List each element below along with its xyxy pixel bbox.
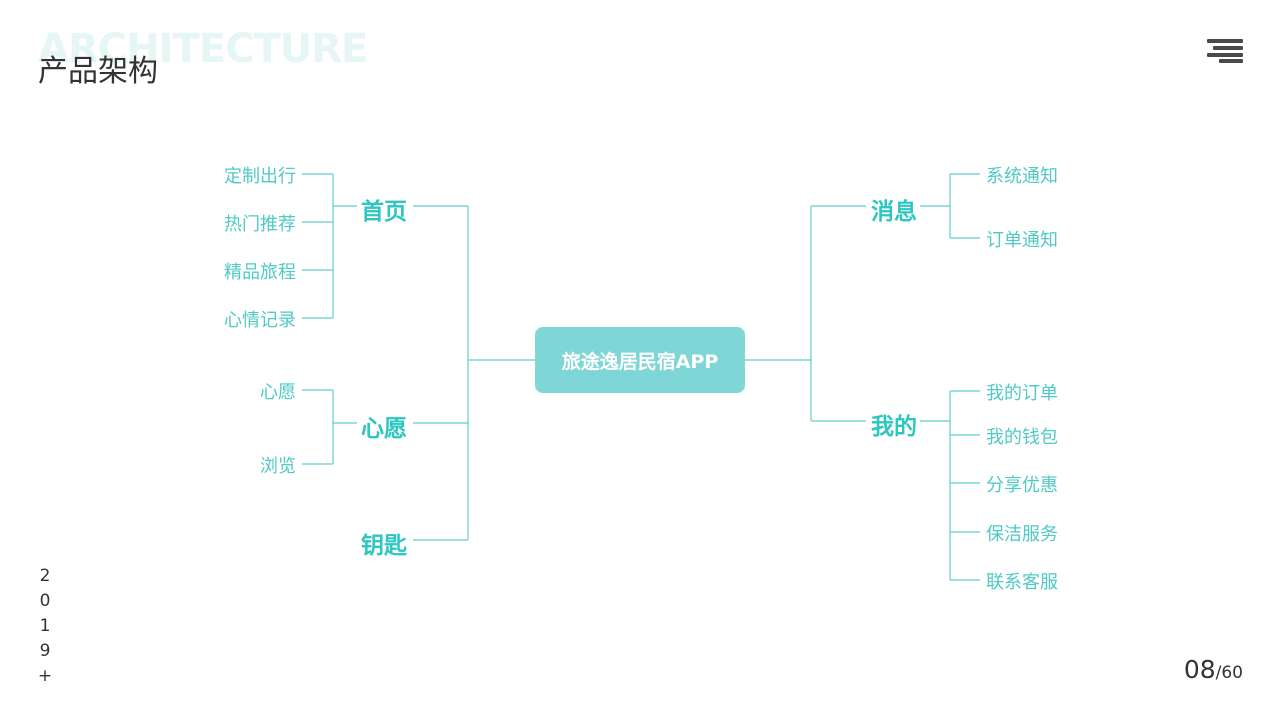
leaf-my-wallet[interactable]: 我的钱包 (986, 427, 1058, 448)
leaf-hot-recommend[interactable]: 热门推荐 (224, 214, 296, 235)
year-char: 2 (39, 566, 51, 586)
year-char: 1 (39, 616, 51, 636)
leaf-mood-diary[interactable]: 心情记录 (224, 310, 296, 331)
background-watermark-word: ARCHITECTURE (38, 26, 368, 72)
hamburger-menu-icon[interactable] (1207, 39, 1243, 63)
page-title: 产品架构 (38, 54, 158, 89)
node-mine[interactable]: 我的 (871, 414, 917, 440)
page-total: /60 (1215, 663, 1243, 683)
node-wishlist[interactable]: 心愿 (361, 416, 407, 442)
year-char: 9 (39, 641, 51, 661)
leaf-custom-travel[interactable]: 定制出行 (224, 166, 296, 187)
leaf-browse[interactable]: 浏览 (260, 456, 296, 477)
leaf-order-notice[interactable]: 订单通知 (986, 230, 1058, 251)
center-node-app[interactable]: 旅途逸居民宿APP (535, 327, 745, 393)
leaf-share-discount[interactable]: 分享优惠 (986, 475, 1058, 496)
page-number: 08/60 (1184, 655, 1243, 684)
leaf-my-orders[interactable]: 我的订单 (986, 383, 1058, 404)
node-messages[interactable]: 消息 (871, 199, 917, 225)
year-char: + (37, 666, 53, 686)
leaf-wish[interactable]: 心愿 (260, 382, 296, 403)
leaf-cleaning-service[interactable]: 保洁服务 (986, 524, 1058, 545)
leaf-system-notice[interactable]: 系统通知 (986, 166, 1058, 187)
node-home[interactable]: 首页 (361, 199, 407, 225)
year-char: 0 (39, 591, 51, 611)
side-year-vertical: 2 0 1 9 + (37, 564, 53, 689)
page-current: 08 (1183, 655, 1216, 684)
leaf-customer-service[interactable]: 联系客服 (986, 572, 1058, 593)
node-key[interactable]: 钥匙 (361, 533, 407, 559)
leaf-premium-journey[interactable]: 精品旅程 (224, 262, 296, 283)
